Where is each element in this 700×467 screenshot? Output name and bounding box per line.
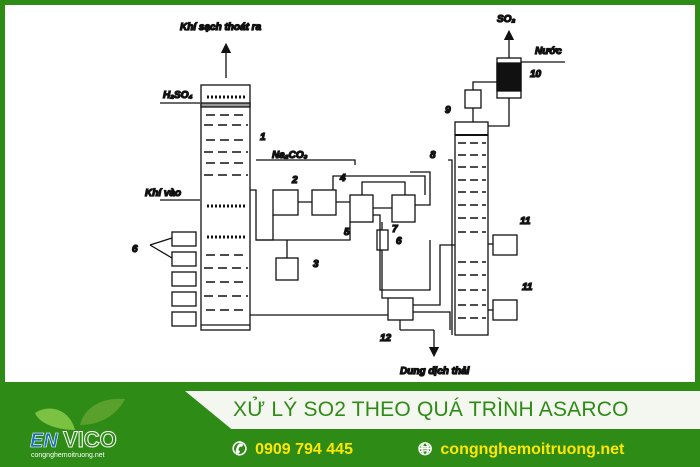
label-gas-in: Khí vào (145, 188, 181, 199)
svg-text:1: 1 (260, 132, 266, 143)
unit-9 (464, 89, 482, 109)
absorber-column-1 (200, 84, 251, 331)
banner-title: XỬ LÝ SO2 THEO QUÁ TRÌNH ASARCO (233, 398, 629, 421)
condenser-10 (496, 57, 522, 99)
svg-text:2: 2 (291, 175, 298, 186)
website-contact: 🌐︎ congnghemoitruong.net (418, 439, 624, 460)
label-water: Nước (535, 46, 562, 57)
label-na2co3: Na₂CO₃ (272, 150, 308, 161)
svg-text:5: 5 (344, 227, 350, 238)
svg-text:12: 12 (380, 333, 392, 344)
phone-icon: ✆ (232, 439, 248, 459)
boxes-6-left (149, 231, 197, 327)
website-link[interactable]: congnghemoitruong.net (440, 440, 625, 458)
svg-text:congnghemoitruong.net: congnghemoitruong.net (31, 452, 105, 459)
unit-11-bottom (492, 299, 518, 321)
label-h2so4: H₂SO₄ (163, 90, 193, 101)
svg-text:11: 11 (520, 216, 531, 227)
svg-text:7: 7 (392, 224, 398, 235)
svg-text:4: 4 (339, 173, 346, 184)
svg-text:EN: EN (30, 430, 58, 452)
svg-text:6: 6 (132, 244, 138, 255)
svg-text:11: 11 (522, 282, 533, 293)
process-diagram: Khí sạch thoát ra H₂SO₄ Khí vào Na₂CO₃ S… (131, 13, 565, 378)
svg-text:3: 3 (313, 259, 319, 270)
globe-icon: 🌐︎ (418, 439, 433, 459)
phone-number: 0909 794 445 (255, 440, 353, 458)
phone-contact: ✆ 0909 794 445 (232, 439, 353, 460)
unit-11-top (492, 234, 518, 256)
stripper-column-8 (448, 121, 489, 336)
svg-text:8: 8 (430, 150, 436, 161)
label-waste-solution: Dung dịch thải (400, 366, 470, 377)
title-panel (185, 391, 700, 429)
label-clean-gas-out: Khí sạch thoát ra (180, 22, 262, 33)
unit-numbers: 1 2 3 4 5 6 6 7 8 9 10 11 11 12 (131, 68, 542, 344)
process-units (250, 159, 455, 331)
svg-text:6: 6 (396, 236, 402, 247)
footer-banner: EN VICO congnghemoitruong.net XỬ LÝ SO2 … (0, 385, 700, 467)
svg-text:9: 9 (445, 105, 451, 116)
svg-text:10: 10 (530, 69, 542, 80)
label-so2: SO₂ (497, 14, 515, 25)
diagram-area: Khí sạch thoát ra H₂SO₄ Khí vào Na₂CO₃ S… (5, 5, 695, 382)
svg-text:VICO: VICO (63, 427, 117, 452)
envico-logo: EN VICO congnghemoitruong.net (25, 395, 150, 460)
